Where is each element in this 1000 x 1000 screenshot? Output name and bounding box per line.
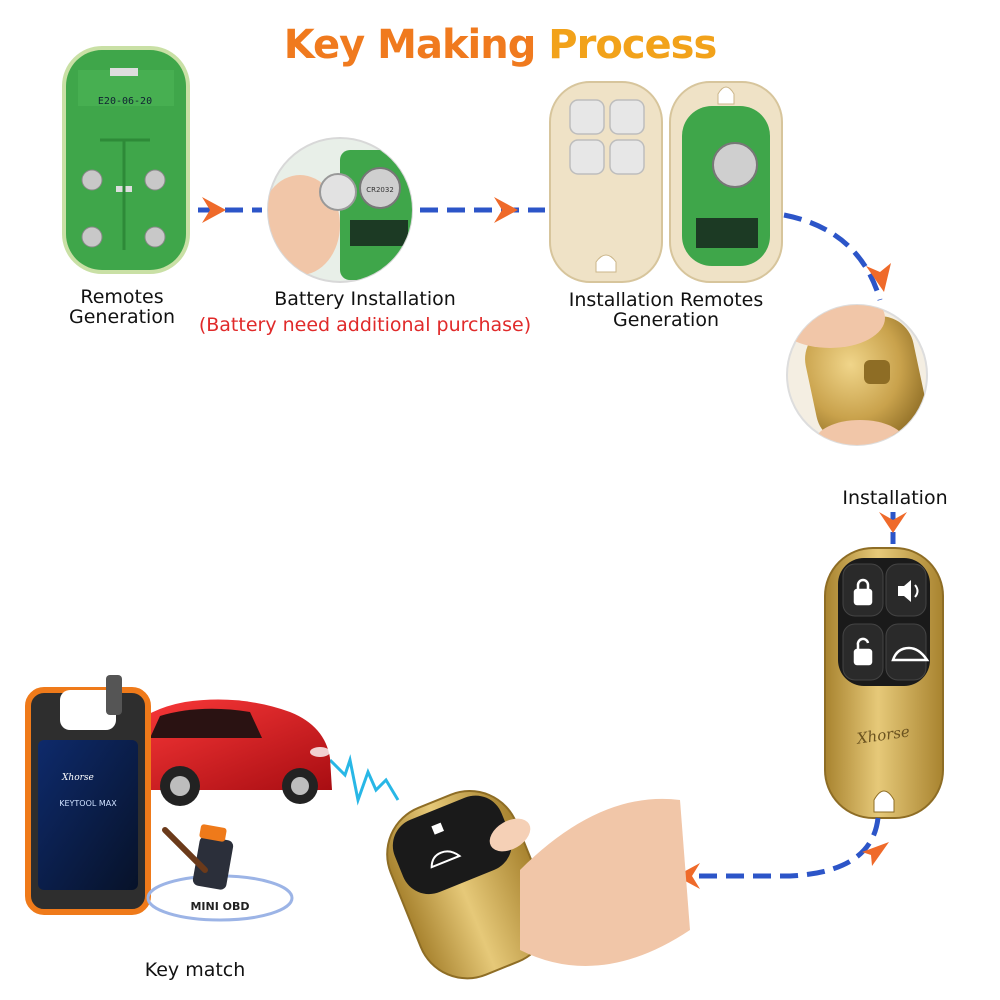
panic-speaker-icon bbox=[898, 580, 919, 602]
step-label-installation: Installation bbox=[820, 488, 970, 508]
flow-arrow-4 bbox=[879, 512, 907, 545]
step-label-key-match: Key match bbox=[110, 960, 280, 980]
remote-shell-image bbox=[549, 81, 663, 283]
remote-board-in-shell-image bbox=[669, 81, 783, 283]
flow-arrow-3 bbox=[783, 212, 891, 301]
lock-icon bbox=[853, 578, 873, 606]
battery-marking: CR2032 bbox=[366, 186, 394, 194]
device-screen-text: KEYTOOL MAX bbox=[59, 799, 117, 808]
unlock-icon bbox=[853, 637, 873, 666]
obd-adapter-image: MINI OBD bbox=[146, 824, 294, 922]
signal-wave bbox=[328, 754, 400, 806]
key-tool-device-image: Xhorse KEYTOOL MAX bbox=[25, 675, 151, 915]
step-label-text: Installation bbox=[842, 487, 948, 509]
step-label-line2: Generation bbox=[69, 306, 175, 328]
car-image bbox=[110, 699, 332, 806]
trunk-car-icon bbox=[891, 646, 930, 662]
step-label-remotes-generation: Remotes Generation bbox=[42, 287, 202, 327]
finished-remote-image: Xhorse bbox=[824, 547, 944, 819]
device-brand-logo: Xhorse bbox=[61, 773, 94, 783]
pcb-marking: E20-06-20 bbox=[98, 96, 152, 107]
step-label-battery-installation: Battery Installation (Battery need addit… bbox=[195, 289, 535, 335]
pcb-board-image: E20-06-20 bbox=[62, 46, 190, 274]
step-label-line1: Remotes bbox=[80, 286, 164, 308]
title-part2: Process bbox=[548, 22, 717, 68]
step-label-text: Battery Installation bbox=[274, 288, 456, 310]
installation-image bbox=[786, 304, 928, 446]
step-label-line2: Generation bbox=[613, 309, 719, 331]
title-part1: Key Making bbox=[283, 22, 537, 68]
hand-holding-remote-image bbox=[386, 790, 690, 980]
battery-installation-image: CR2032 bbox=[267, 137, 413, 283]
flow-arrow-5 bbox=[676, 817, 889, 889]
step-label-line1: Installation Remotes bbox=[568, 289, 764, 311]
obd-adapter-label: MINI OBD bbox=[190, 900, 249, 913]
step-label-installation-remotes-generation: Installation Remotes Generation bbox=[556, 290, 776, 330]
flow-arrow-2 bbox=[420, 197, 545, 223]
page-title: Key Making Process bbox=[0, 22, 1000, 68]
flow-arrow-1 bbox=[198, 197, 262, 223]
battery-purchase-note: (Battery need additional purchase) bbox=[198, 314, 532, 336]
step-label-text: Key match bbox=[144, 959, 246, 981]
